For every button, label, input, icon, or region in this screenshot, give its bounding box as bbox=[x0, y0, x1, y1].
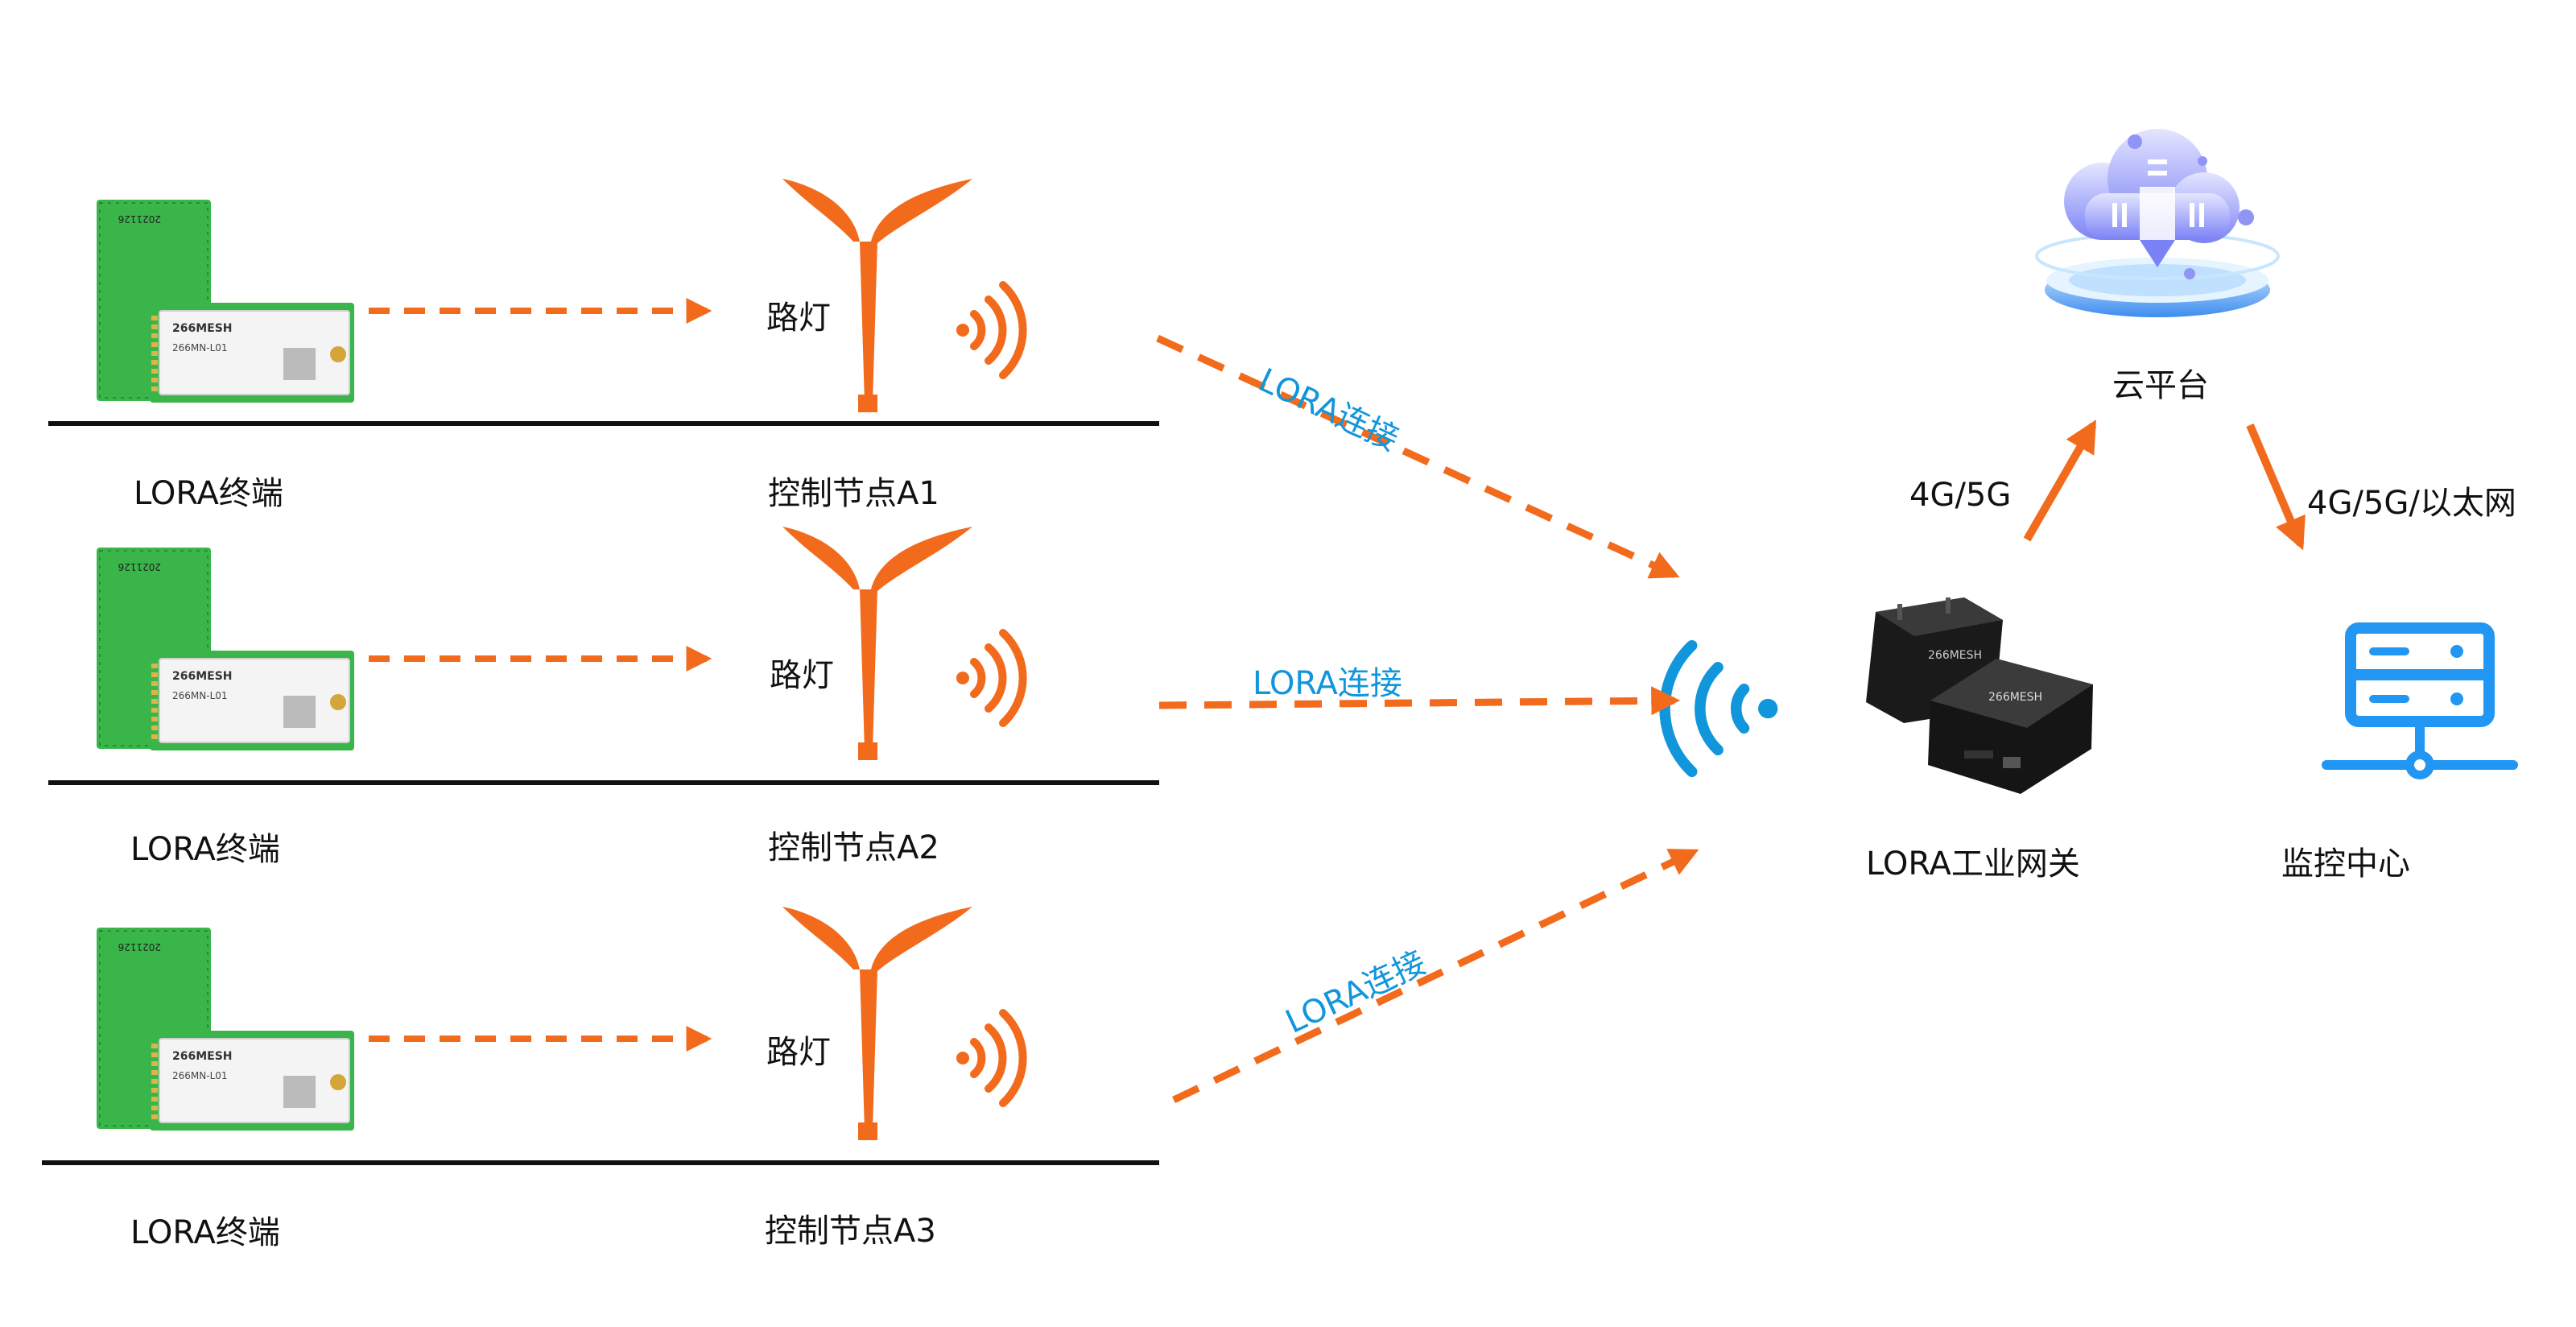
uplink-arrow bbox=[2023, 420, 2097, 542]
module-model: 266MN-L01 bbox=[172, 342, 228, 353]
lora-link-arrow-3 bbox=[1172, 848, 1699, 1104]
street-lamp-icon bbox=[782, 907, 972, 1140]
gateway-label: LORA工业网关 bbox=[1866, 845, 2080, 883]
downlink-label: 4G/5G/以太网 bbox=[2307, 485, 2516, 522]
server-monitor-icon bbox=[2322, 622, 2518, 779]
module-logo: 266MESH bbox=[172, 670, 233, 683]
lora-module-image: 266MESH 266MN-L01 2021126 bbox=[97, 928, 354, 1131]
module-model: 266MN-L01 bbox=[172, 1070, 228, 1081]
lora-link-arrow-2 bbox=[1158, 686, 1681, 716]
terminal-label-2: LORA终端 bbox=[130, 831, 280, 868]
lora-module-image: 266MESH 266MN-L01 2021126 bbox=[97, 548, 354, 750]
lamp-label-1: 路灯 bbox=[766, 300, 831, 337]
monitor-label: 监控中心 bbox=[2281, 845, 2410, 883]
node-label-2: 控制节点A2 bbox=[768, 829, 939, 866]
cloud-platform-icon bbox=[2035, 129, 2280, 317]
module-serial: 2021126 bbox=[118, 561, 161, 573]
cloud-label: 云平台 bbox=[2112, 367, 2209, 404]
lora-gateway-device: 266MESH 266MESH bbox=[1866, 597, 2093, 794]
street-lamp-icon bbox=[782, 179, 972, 412]
uplink-label: 4G/5G bbox=[1909, 477, 2012, 514]
gateway-wifi-icon bbox=[1659, 639, 1778, 778]
row-1: 266MESH 266MN-L01 2021126 bbox=[97, 179, 1027, 412]
wifi-signal-icon bbox=[956, 281, 1027, 379]
downlink-arrow bbox=[2246, 424, 2306, 551]
module-serial: 2021126 bbox=[118, 941, 161, 953]
gateway-front-logo: 266MESH bbox=[1988, 691, 2042, 704]
lamp-label-3: 路灯 bbox=[766, 1034, 831, 1071]
lora-module-image: 266MESH 266MN-L01 2021126 bbox=[97, 200, 354, 403]
module-model: 266MN-L01 bbox=[172, 690, 228, 701]
wifi-signal-icon bbox=[956, 1009, 1027, 1107]
street-lamp-icon bbox=[782, 527, 972, 760]
terminal-label-3: LORA终端 bbox=[130, 1214, 280, 1251]
lora-link-arrow-1 bbox=[1156, 334, 1680, 579]
wifi-signal-icon bbox=[956, 629, 1027, 727]
lamp-label-2: 路灯 bbox=[770, 657, 834, 694]
lora-link-label-2: LORA连接 bbox=[1253, 665, 1402, 702]
gateway-back-logo: 266MESH bbox=[1928, 649, 1982, 662]
node-label-3: 控制节点A3 bbox=[765, 1213, 936, 1250]
module-logo: 266MESH bbox=[172, 322, 233, 335]
terminal-label-1: LORA终端 bbox=[134, 475, 283, 512]
module-logo: 266MESH bbox=[172, 1050, 233, 1063]
row-2: 266MESH 266MN-L01 2021126 bbox=[97, 527, 1027, 760]
node-label-1: 控制节点A1 bbox=[768, 475, 939, 512]
row-3: 266MESH 266MN-L01 2021126 bbox=[97, 907, 1027, 1140]
module-serial: 2021126 bbox=[118, 213, 161, 225]
